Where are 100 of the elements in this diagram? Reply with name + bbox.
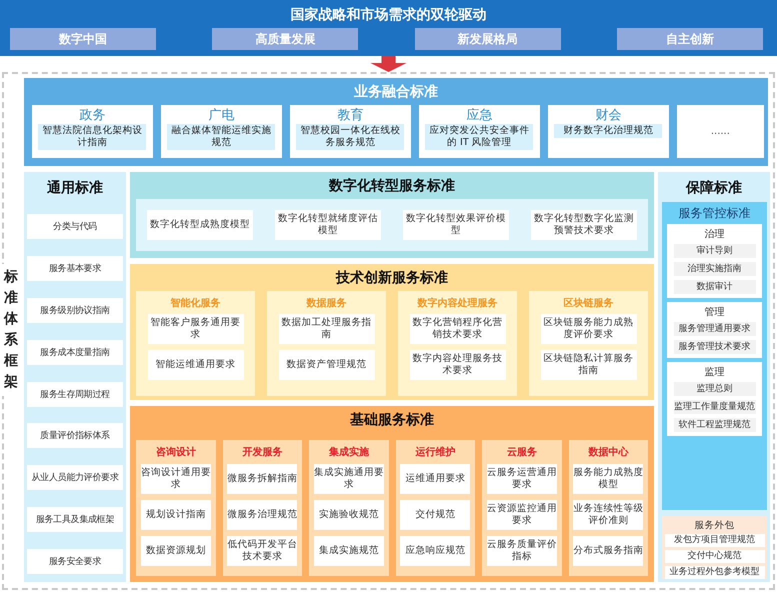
category-title: 应急 xyxy=(466,108,492,124)
standard-item: 服务生存周期过程 xyxy=(27,382,123,406)
group-title: 监理 xyxy=(704,366,724,379)
standard-item: 智能客户服务通用要求 xyxy=(148,314,244,344)
standard-item: 咨询设计通用要求 xyxy=(140,464,211,494)
standard-item: 数字化转型效果评价模型 xyxy=(403,210,509,240)
standard-name: 融合媒体智能运维实施规范 xyxy=(167,124,276,150)
standard-item: 数据审计 xyxy=(674,280,756,294)
group-panel xyxy=(667,362,762,436)
group-title: 治理 xyxy=(704,228,724,241)
standard-item: 智能运维通用要求 xyxy=(148,350,244,380)
arrow xyxy=(370,56,406,72)
standard-item: 质量评价指标体系 xyxy=(27,423,123,448)
standard-item: 服务级别协议指南 xyxy=(27,298,123,323)
group-panel xyxy=(309,440,388,576)
standard-item: 区块链服务能力成熟度评价要求 xyxy=(540,314,636,344)
standard-item: 数字化营销程序化营销技术要求 xyxy=(410,314,506,344)
standard-item: 微服务拆解指南 xyxy=(227,464,298,494)
category-card xyxy=(32,105,153,158)
group-panel xyxy=(568,440,648,576)
group-panel xyxy=(662,516,767,579)
standard-item: 数字化转型成熟度模型 xyxy=(147,210,253,240)
standard-item: 规划设计指南 xyxy=(140,500,211,530)
dashed-frame xyxy=(2,72,775,590)
group-title: 咨询设计 xyxy=(156,446,196,459)
standard-name: 智慧校园一体化在线校务服务规范 xyxy=(296,124,404,150)
group-title: 运行维护 xyxy=(415,445,456,459)
more-card: ...... xyxy=(676,105,764,158)
group-panel xyxy=(398,291,517,396)
section-title: 技术创新服务标准 xyxy=(334,269,449,287)
standard-item: 交付规范 xyxy=(400,500,470,530)
category-card xyxy=(160,105,282,158)
category-card xyxy=(548,105,669,158)
section-panel xyxy=(130,172,654,258)
driver-tag: 自主创新 xyxy=(616,28,763,50)
standard-item: 治理实施指南 xyxy=(674,262,756,276)
section-panel xyxy=(130,264,654,400)
standard-item: 业务连续性等级评价准则 xyxy=(573,500,644,530)
standard-item: 审计导则 xyxy=(674,244,756,258)
category-title: 财会 xyxy=(595,108,622,124)
group-panel xyxy=(136,440,216,576)
standard-item: 分布式服务指南 xyxy=(573,536,644,566)
section-title: 保障标准 xyxy=(684,179,743,197)
category-title: 教育 xyxy=(337,108,364,124)
standard-item: 云服务质量评价指标 xyxy=(486,536,557,566)
group-panel xyxy=(267,291,386,396)
standard-item: 服务基本要求 xyxy=(27,256,123,281)
standard-item: 服务安全要求 xyxy=(27,549,123,574)
driver-tag: 高质量发展 xyxy=(212,28,358,50)
standard-item: 数字化转型就绪度评估模型 xyxy=(275,210,381,240)
standard-item: 区块链隐私计算服务指南 xyxy=(540,350,636,380)
banner xyxy=(0,0,777,56)
standard-item: 数字化转型数字化监测预警技术要求 xyxy=(531,210,637,240)
group-panel xyxy=(222,440,302,576)
driver-tag: 新发展格局 xyxy=(414,28,561,50)
standard-item: 数据加工处理服务指南 xyxy=(278,314,374,344)
standard-item: 分类与代码 xyxy=(27,214,123,239)
standard-name: 财务数字化治理规范 xyxy=(554,124,662,138)
group-panel xyxy=(482,440,562,576)
section-title: 通用标准 xyxy=(46,179,104,197)
standard-item: 云资源监控通用要求 xyxy=(486,500,557,530)
section-title: 业务融合标准 xyxy=(353,83,439,101)
category-title: 政务 xyxy=(79,108,106,124)
standard-item: 业务过程外包参考模型 xyxy=(664,566,764,579)
standard-name: 智慧法院信息化架构设计指南 xyxy=(38,124,146,150)
framework-title: 标准体系框架 xyxy=(1,264,21,396)
category-card xyxy=(290,105,411,158)
standard-item: 服务成本度量指南 xyxy=(27,340,123,365)
standard-item: 应急响应规范 xyxy=(400,536,470,566)
group-panel xyxy=(396,440,475,576)
section-panel xyxy=(658,172,770,582)
group-title: 智能化服务 xyxy=(170,296,220,310)
group-title: 集成实施 xyxy=(328,445,369,459)
section-panel xyxy=(130,406,654,582)
standard-item: 服务能力成熟度模型 xyxy=(573,464,644,494)
standard-item: 交付中心规范 xyxy=(664,550,764,563)
section-panel xyxy=(24,172,126,582)
standard-item: 集成实施规范 xyxy=(314,536,384,566)
standard-item: 从业人员能力评价要求 xyxy=(27,465,123,490)
section-title: 数字化转型服务标准 xyxy=(328,177,456,195)
group-panel xyxy=(667,224,762,298)
driver-tag: 数字中国 xyxy=(10,28,156,50)
group-title: 数字内容处理服务 xyxy=(418,296,498,310)
standard-item: 发包方项目管理规范 xyxy=(664,534,764,547)
subsection-panel xyxy=(662,202,767,510)
standard-item: 云服务运营通用要求 xyxy=(486,464,557,494)
standard-item: 监理工作量度量规范 xyxy=(674,400,756,414)
standard-item: 集成实施通用要求 xyxy=(314,464,384,494)
category-card xyxy=(418,105,540,158)
standard-item: 服务管理技术要求 xyxy=(674,340,756,354)
section-panel xyxy=(24,78,768,166)
section-title: 基础服务标准 xyxy=(349,411,435,429)
standard-item: 数字内容处理服务技术要求 xyxy=(410,350,506,380)
standard-item: 低代码开发平台技术要求 xyxy=(227,536,298,566)
group-title: 数据中心 xyxy=(588,445,628,459)
group-panel xyxy=(136,291,255,396)
group-title: 管理 xyxy=(704,306,724,319)
standard-item: 服务管理通用要求 xyxy=(674,322,756,336)
standard-item: 服务工具及集成框架 xyxy=(27,507,123,532)
subsection-title: 服务管控标准 xyxy=(678,205,750,222)
